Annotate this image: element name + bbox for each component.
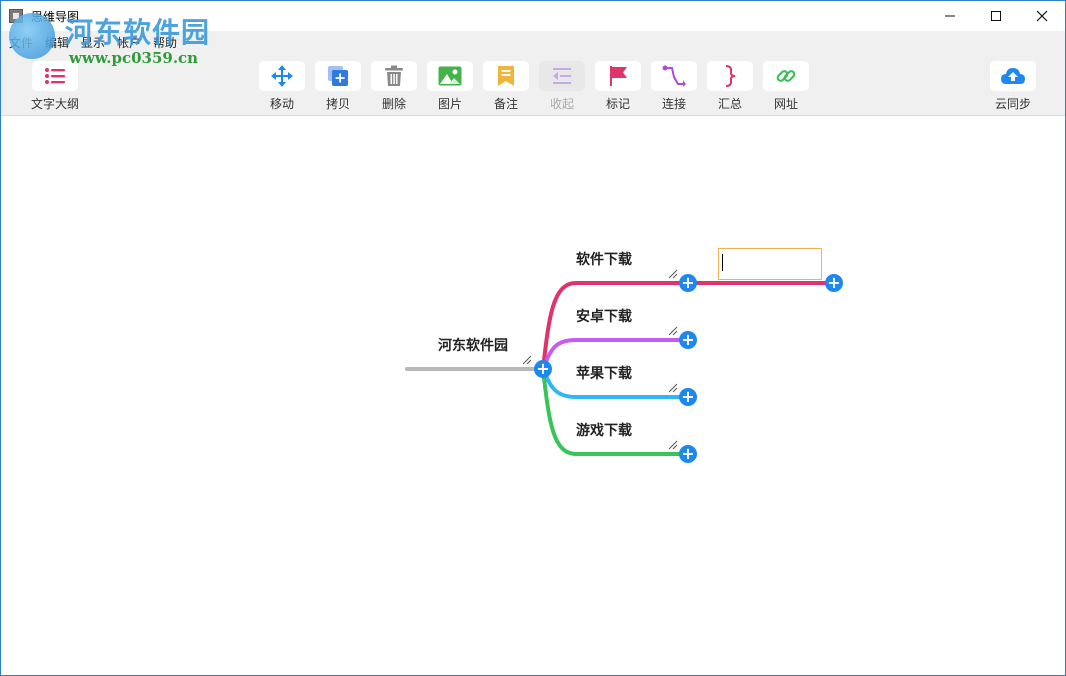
summary-button[interactable]: 汇总 — [702, 61, 758, 113]
branch-line-4 — [541, 367, 689, 456]
collapse-icon — [553, 68, 571, 84]
move-button[interactable]: 移动 — [254, 61, 310, 113]
delete-icon-box — [371, 61, 417, 91]
minimize-button[interactable] — [927, 1, 973, 31]
toolbar: 文字大纲 移动 — [1, 51, 1065, 116]
note-label: 备注 — [493, 97, 518, 111]
note-button[interactable]: 备注 — [478, 61, 534, 113]
plus-icon: + — [681, 444, 695, 463]
maximize-button[interactable] — [973, 1, 1019, 31]
resize-grips — [522, 269, 821, 450]
plus-icon: + — [536, 359, 550, 378]
summary-label: 汇总 — [717, 97, 742, 111]
outline-button[interactable]: 文字大纲 — [27, 61, 83, 113]
plus-icon: + — [681, 273, 695, 292]
list-icon — [45, 68, 65, 84]
outline-label: 文字大纲 — [30, 97, 79, 111]
branch-node-3[interactable]: 苹果下载 — [576, 366, 632, 382]
close-button[interactable] — [1019, 1, 1065, 31]
sync-button[interactable]: 云同步 — [985, 61, 1041, 113]
copy-icon-box — [315, 61, 361, 91]
title-bar: 思维导图 — [1, 1, 1065, 31]
add-child-button-new[interactable]: + — [825, 274, 843, 292]
copy-icon — [328, 66, 348, 86]
mindmap-lines — [405, 269, 835, 456]
copy-button[interactable]: 拷贝 — [310, 61, 366, 113]
menu-edit[interactable]: 编辑 — [45, 36, 70, 50]
menu-help[interactable]: 帮助 — [153, 36, 178, 50]
collapse-button: 收起 — [534, 61, 590, 113]
branch-node-4[interactable]: 游戏下载 — [576, 423, 632, 439]
move-icon-box — [259, 61, 305, 91]
outline-icon-box — [32, 61, 78, 91]
mindmap-canvas[interactable]: 河东软件园 软件下载 安卓下载 苹果下载 游戏下载 + + + + + + — [1, 116, 1065, 675]
menu-file[interactable]: 文件 — [9, 36, 34, 50]
new-node-input[interactable] — [718, 248, 822, 280]
branch-node-1[interactable]: 软件下载 — [576, 252, 632, 268]
image-label: 图片 — [437, 97, 462, 111]
text-caret — [722, 254, 723, 271]
app-icon — [9, 9, 23, 23]
image-icon — [438, 66, 462, 86]
flag-label: 标记 — [605, 97, 630, 111]
close-icon — [1036, 10, 1048, 22]
sync-label: 云同步 — [994, 97, 1031, 111]
connect-icon-box — [651, 61, 697, 91]
add-child-button-4[interactable]: + — [679, 445, 697, 463]
link-label: 网址 — [773, 97, 798, 111]
collapse-label: 收起 — [549, 97, 574, 111]
move-icon — [271, 65, 293, 87]
note-icon-box — [483, 61, 529, 91]
link-icon — [776, 70, 796, 82]
plus-icon: + — [827, 273, 841, 292]
flag-icon-box — [595, 61, 641, 91]
branch-node-2[interactable]: 安卓下载 — [576, 309, 632, 325]
menu-bar: 文件 编辑 显示 帐户 帮助 — [1, 31, 1065, 51]
maximize-icon — [991, 11, 1001, 21]
trash-icon — [385, 65, 403, 86]
add-child-button-1[interactable]: + — [679, 274, 697, 292]
brace-icon — [725, 65, 736, 87]
summary-icon-box — [707, 61, 753, 91]
link-icon-box — [763, 61, 809, 91]
branch-line-1 — [541, 281, 835, 371]
flag-button[interactable]: 标记 — [590, 61, 646, 113]
image-icon-box — [427, 61, 473, 91]
delete-label: 删除 — [381, 97, 406, 111]
flag-icon — [610, 66, 627, 86]
add-child-button-2[interactable]: + — [679, 331, 697, 349]
menu-account[interactable]: 帐户 — [117, 36, 142, 50]
menu-view[interactable]: 显示 — [81, 36, 106, 50]
add-child-button-root[interactable]: + — [534, 360, 552, 378]
delete-button[interactable]: 删除 — [366, 61, 422, 113]
connect-icon — [662, 65, 686, 87]
collapse-icon-box — [539, 61, 585, 91]
connect-button[interactable]: 连接 — [646, 61, 702, 113]
image-button[interactable]: 图片 — [422, 61, 478, 113]
connect-label: 连接 — [661, 97, 686, 111]
link-button[interactable]: 网址 — [758, 61, 814, 113]
window-title: 思维导图 — [31, 10, 80, 24]
move-label: 移动 — [269, 97, 294, 111]
minimize-icon — [945, 15, 955, 17]
copy-label: 拷贝 — [325, 97, 350, 111]
note-icon — [498, 66, 514, 86]
sync-icon-box — [990, 61, 1036, 91]
plus-icon: + — [681, 330, 695, 349]
root-node[interactable]: 河东软件园 — [438, 338, 508, 354]
plus-icon: + — [681, 387, 695, 406]
cloud-upload-icon — [1001, 68, 1025, 84]
add-child-button-3[interactable]: + — [679, 388, 697, 406]
